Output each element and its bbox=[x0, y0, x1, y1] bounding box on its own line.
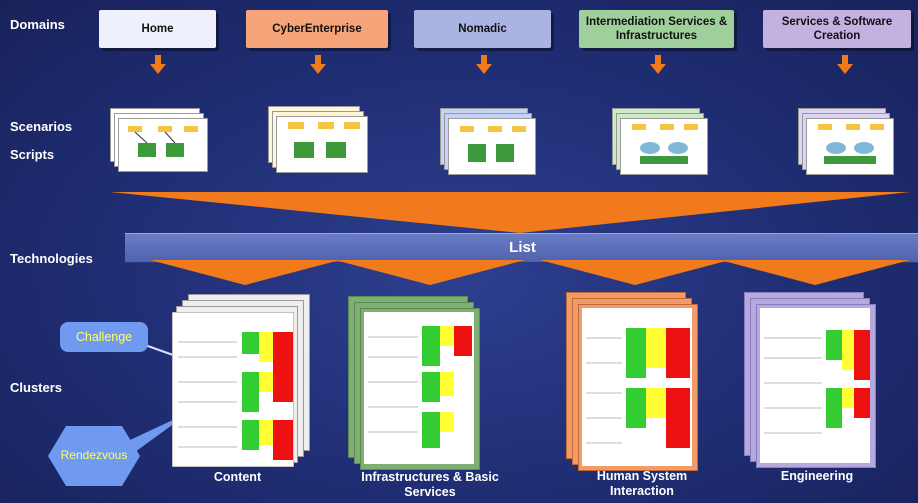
domain-services-software: Services & Software Creation bbox=[763, 10, 911, 48]
cluster-label-content: Content bbox=[213, 470, 262, 484]
domain-nomadic-label: Nomadic bbox=[458, 23, 507, 35]
domain-nomadic: Nomadic bbox=[414, 10, 551, 48]
scenario-diagram-cyberenterprise bbox=[288, 122, 360, 158]
list-label: List bbox=[509, 239, 536, 256]
cluster-doc-content bbox=[172, 312, 294, 467]
domain-services-software-label: Services & Software Creation bbox=[781, 16, 893, 42]
domain-arrow-nomadic bbox=[476, 55, 492, 74]
cluster-arrow-engineering-overlay bbox=[720, 260, 910, 285]
cluster-arrow-infrastructures-overlay bbox=[335, 260, 525, 285]
domain-cyberenterprise-label: CyberEnterprise bbox=[272, 23, 362, 35]
challenge-callout: Challenge bbox=[60, 322, 148, 352]
cluster-arrow-human-overlay bbox=[540, 260, 730, 285]
cluster-label-infrastructures: Infrastructures & Basic Services bbox=[361, 470, 499, 499]
domain-intermediation: Intermediation Services & Infrastructure… bbox=[579, 10, 734, 48]
challenge-label: Challenge bbox=[75, 330, 133, 344]
rendezvous-label: Rendezvous bbox=[60, 448, 128, 462]
cluster-arrow-content-overlay bbox=[150, 260, 340, 285]
domain-arrow-intermediation bbox=[650, 55, 666, 74]
cluster-label-engineering: Engineering bbox=[780, 469, 854, 483]
cluster-doc-engineering bbox=[760, 308, 870, 463]
scenario-diagram-home bbox=[128, 126, 198, 157]
cluster-doc-human bbox=[582, 308, 692, 466]
scenario-diagram-services bbox=[818, 124, 884, 164]
cluster-label-human: Human System Interaction bbox=[596, 469, 688, 498]
scenarios-row-label: Scenarios bbox=[10, 119, 73, 134]
scripts-row-label: Scripts bbox=[10, 147, 55, 162]
domain-intermediation-label: Intermediation Services & Infrastructure… bbox=[585, 16, 728, 42]
clusters-row-label: Clusters bbox=[10, 380, 63, 395]
scenario-diagram-intermediation bbox=[632, 124, 698, 164]
rendezvous-hexagon bbox=[48, 426, 140, 486]
cluster-doc-infrastructures bbox=[364, 312, 474, 464]
scenario-diagram-nomadic bbox=[460, 126, 526, 162]
domain-home: Home bbox=[99, 10, 216, 48]
cluster-arrows-overlay bbox=[150, 260, 910, 285]
domain-arrow-home bbox=[150, 55, 166, 74]
funnel-arrow bbox=[110, 192, 910, 233]
domain-cyberenterprise: CyberEnterprise bbox=[246, 10, 388, 48]
domain-arrow-services bbox=[837, 55, 853, 74]
domain-arrow-cyberenterprise bbox=[310, 55, 326, 74]
domain-home-label: Home bbox=[141, 23, 174, 35]
domains-row-label: Domains bbox=[10, 17, 65, 32]
technologies-list-bar: List bbox=[125, 233, 918, 263]
technologies-row-label: Technologies bbox=[10, 251, 93, 266]
